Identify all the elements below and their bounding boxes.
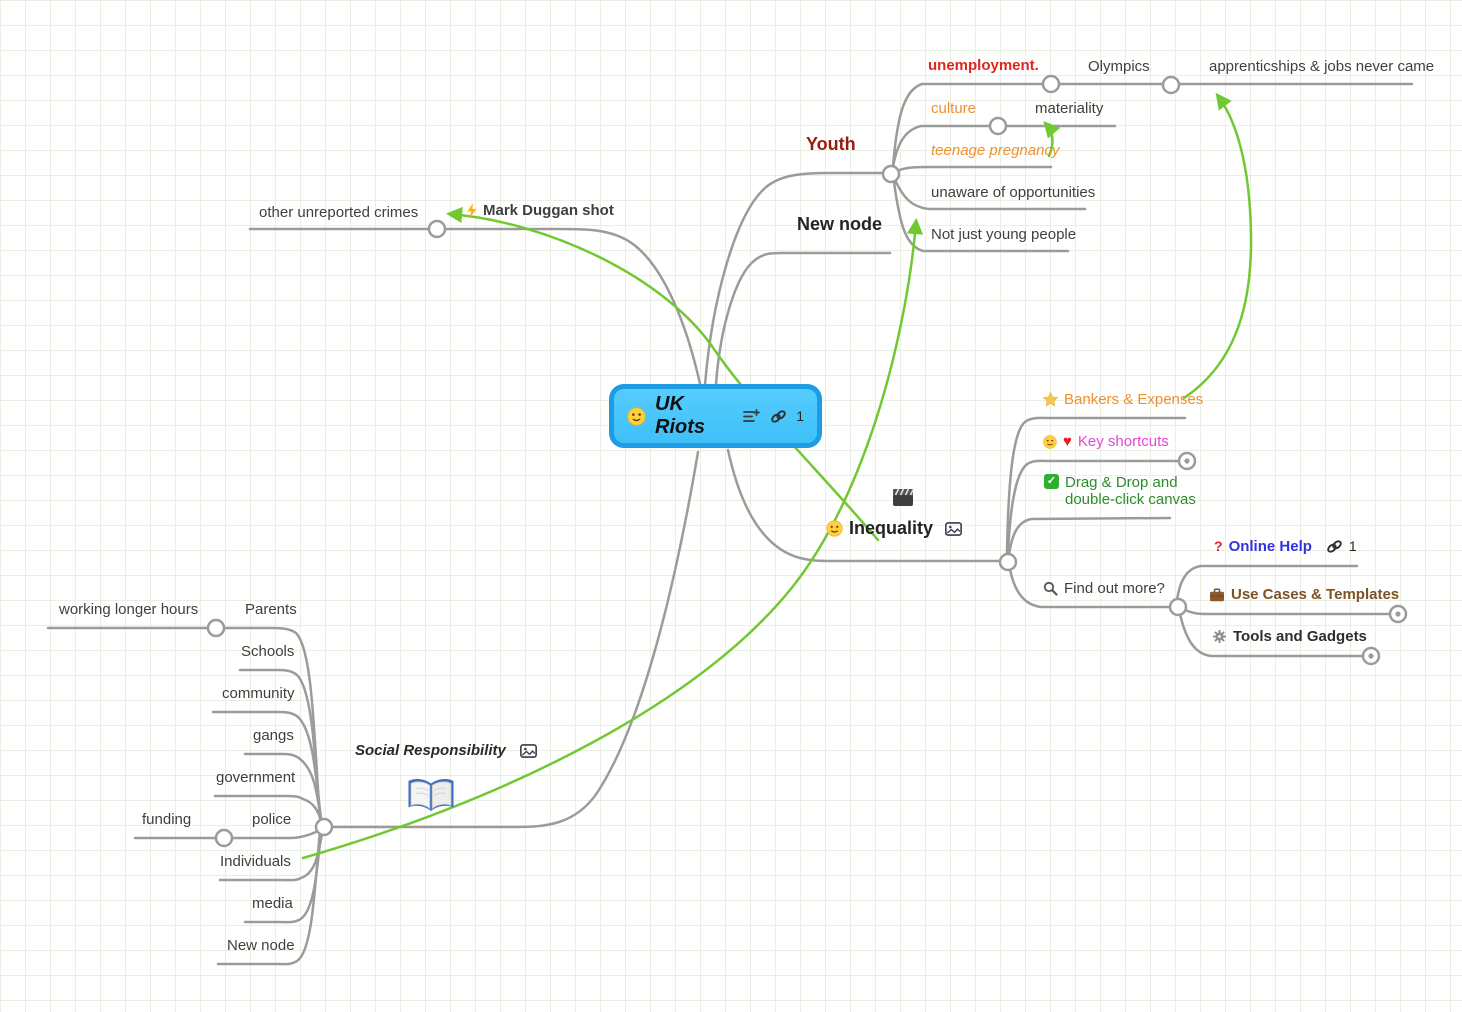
- node-gangs[interactable]: gangs: [253, 727, 294, 744]
- online-help-link-count[interactable]: 1: [1348, 538, 1357, 554]
- root-title: UK Riots: [655, 393, 705, 438]
- relation-arrows: [301, 92, 1253, 860]
- node-inequality[interactable]: Inequality: [826, 519, 962, 538]
- gear-icon: [1212, 629, 1227, 644]
- book-icon: [406, 774, 456, 816]
- branch-find-out-more: [1008, 567, 1172, 609]
- notes-icon[interactable]: [742, 408, 761, 424]
- branch-teenage-pregnancy: [894, 165, 1053, 173]
- relation-bankers-to-apprenticeships: [1182, 92, 1253, 400]
- connector-toggle[interactable]: [427, 219, 447, 239]
- connector-toggle[interactable]: [1161, 75, 1181, 95]
- node-use-cases[interactable]: Use Cases & Templates: [1209, 585, 1399, 604]
- branch-unemployment: [891, 82, 1414, 168]
- node-key-shortcuts[interactable]: ♥ Key shortcuts: [1043, 432, 1169, 451]
- node-government[interactable]: government: [216, 769, 296, 786]
- connector-toggle[interactable]: [206, 618, 226, 638]
- image-icon[interactable]: [519, 743, 537, 758]
- branch-new-node-bottom: [216, 829, 322, 966]
- node-working-hours[interactable]: working longer hours: [59, 601, 199, 618]
- node-community[interactable]: community: [222, 685, 295, 702]
- node-culture[interactable]: culture: [931, 100, 977, 117]
- branch-social-responsibility: [330, 450, 700, 829]
- node-youth[interactable]: Youth: [806, 134, 856, 154]
- branch-use-cases: [1183, 608, 1392, 616]
- node-teenage-pregnancy[interactable]: teenage pregnancy: [931, 142, 1060, 159]
- link-icon[interactable]: [770, 409, 787, 424]
- node-online-help[interactable]: ? Online Help 1: [1214, 538, 1357, 555]
- connector-toggle[interactable]: [988, 116, 1008, 136]
- heart-icon: ♥: [1063, 433, 1072, 450]
- node-schools[interactable]: Schools: [241, 643, 295, 660]
- branch-online-help: [1175, 564, 1359, 602]
- node-new-node-bottom[interactable]: New node: [227, 937, 295, 954]
- briefcase-icon: [1209, 587, 1225, 602]
- branch-drag-drop: [1007, 516, 1172, 557]
- question-icon: ?: [1214, 538, 1223, 554]
- collapsed-dot: [1368, 653, 1374, 659]
- connector-toggle[interactable]: [1168, 597, 1188, 617]
- collapsed-dot: [1184, 458, 1190, 464]
- branch-gangs: [243, 752, 323, 822]
- connector-toggle[interactable]: [998, 552, 1018, 572]
- face-icon: [1043, 434, 1057, 449]
- relation-individuals-to-unaware: [301, 217, 924, 860]
- node-other-crimes[interactable]: other unreported crimes: [259, 204, 419, 221]
- branch-police: [133, 829, 320, 840]
- branch-culture: [891, 124, 1117, 169]
- root-emoji: [627, 406, 646, 426]
- branch-inequality: [726, 448, 1002, 563]
- node-tools-gadgets[interactable]: Tools and Gadgets: [1212, 627, 1367, 646]
- node-funding[interactable]: funding: [142, 811, 192, 828]
- branch-mark-duggan: [248, 227, 702, 386]
- node-unaware[interactable]: unaware of opportunities: [931, 184, 1096, 201]
- bolt-icon: [466, 203, 477, 218]
- branch-unaware: [893, 178, 1087, 211]
- connector-toggle[interactable]: [881, 164, 901, 184]
- magnifier-icon: [1043, 581, 1058, 596]
- node-media[interactable]: media: [252, 895, 293, 912]
- branch-key-shortcuts: [1006, 459, 1181, 556]
- node-individuals[interactable]: Individuals: [220, 853, 291, 870]
- node-find-out-more[interactable]: Find out more?: [1043, 579, 1165, 598]
- node-bankers[interactable]: Bankers & Expenses: [1043, 390, 1203, 409]
- node-parents[interactable]: Parents: [245, 601, 297, 618]
- branch-community: [211, 710, 323, 821]
- node-materiality[interactable]: materiality: [1035, 100, 1104, 117]
- node-police[interactable]: police: [252, 811, 292, 828]
- relation-teenage-to-materiality: [1043, 120, 1061, 158]
- face-icon: [826, 520, 843, 537]
- root-node-uk-riots[interactable]: UK Riots 1: [609, 384, 822, 448]
- clapper-icon: [892, 487, 914, 507]
- node-new-node-top[interactable]: New node: [797, 214, 883, 234]
- star-icon: [1043, 392, 1058, 407]
- check-icon: ✓: [1044, 474, 1059, 489]
- branch-youth: [703, 171, 885, 387]
- branch-new-node-top: [714, 251, 892, 386]
- branch-not-just-young: [892, 180, 1070, 253]
- branch-bankers: [1005, 416, 1187, 556]
- connector-toggle[interactable]: [214, 828, 234, 848]
- node-not-just-young[interactable]: Not just young people: [931, 226, 1077, 243]
- node-mark-duggan[interactable]: Mark Duggan shot: [466, 201, 614, 220]
- node-olympics[interactable]: Olympics: [1088, 58, 1150, 75]
- image-icon[interactable]: [945, 521, 962, 536]
- collapsed-dot: [1395, 611, 1401, 617]
- branch-lines: [46, 82, 1414, 966]
- connector-toggle[interactable]: [1041, 74, 1061, 94]
- node-drag-drop[interactable]: ✓ Drag & Drop and double-click canvas: [1044, 474, 1196, 508]
- connector-toggle[interactable]: [314, 817, 334, 837]
- root-link-count[interactable]: 1: [796, 408, 804, 424]
- node-social-responsibility[interactable]: Social Responsibility: [355, 741, 537, 760]
- link-icon[interactable]: [1326, 539, 1343, 554]
- node-unemployment[interactable]: unemployment.: [928, 57, 1039, 74]
- node-apprenticeships[interactable]: apprenticships & jobs never came: [1209, 58, 1435, 75]
- branch-tools-gadgets: [1178, 612, 1365, 658]
- relation-inequality-to-other-crimes: [445, 206, 880, 542]
- connector-circles: [206, 74, 1408, 848]
- branch-government: [213, 794, 324, 824]
